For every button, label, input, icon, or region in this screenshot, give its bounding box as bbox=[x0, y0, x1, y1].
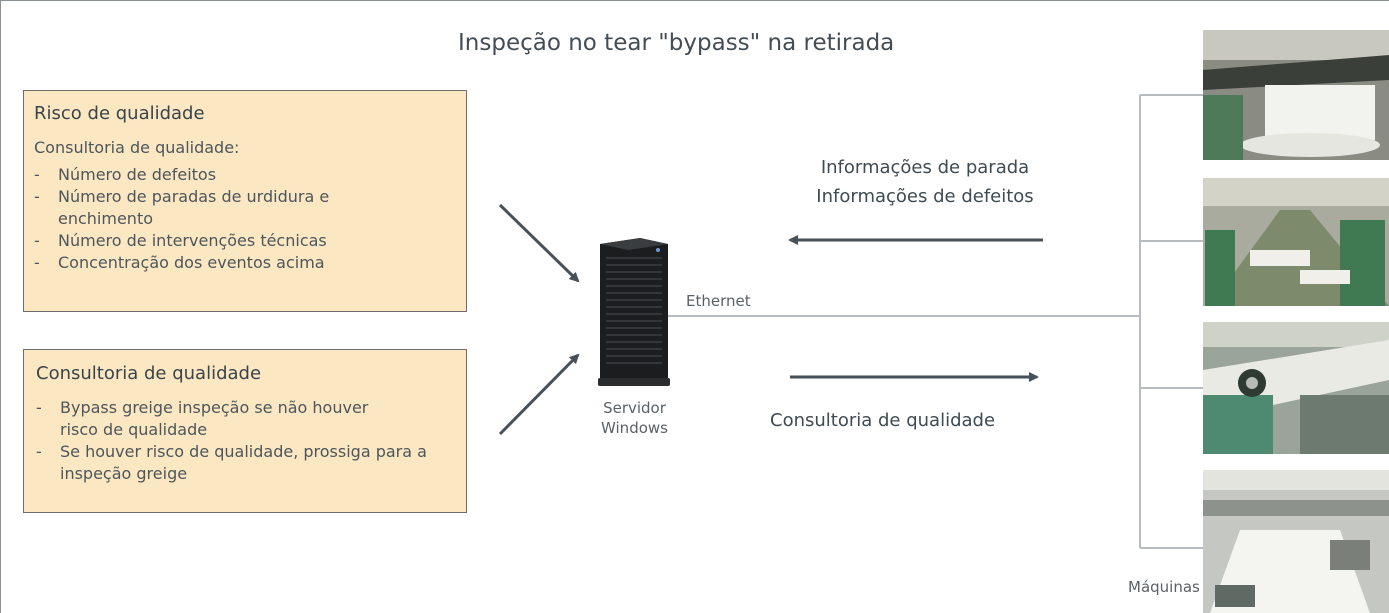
list-item: Número de intervenções técnicas bbox=[34, 230, 454, 252]
quality-risk-subtitle: Consultoria de qualidade: bbox=[34, 138, 240, 157]
server-label-line1: Servidor bbox=[603, 399, 666, 417]
quality-consulting-box: Consultoria de qualidade Bypass greige i… bbox=[23, 349, 467, 513]
list-item: Se houver risco de qualidade, prossiga p… bbox=[36, 441, 430, 485]
arrow-server-to-consulting bbox=[498, 353, 580, 436]
list-item: Número de defeitos bbox=[34, 164, 454, 186]
quality-risk-box: Risco de qualidade Consultoria de qualid… bbox=[23, 90, 467, 312]
server-label-line2: Windows bbox=[601, 419, 668, 437]
stop-info-line2: Informações de defeitos bbox=[816, 186, 1034, 207]
quality-risk-list: Número de defeitos Número de paradas de … bbox=[34, 164, 454, 274]
quality-consulting-list: Bypass greige inspeção se não houver ris… bbox=[36, 397, 456, 485]
quality-consulting-title: Consultoria de qualidade bbox=[36, 363, 262, 384]
list-item: Número de paradas de urdidura e enchimen… bbox=[34, 186, 418, 230]
loom-machine-photo-2 bbox=[1203, 178, 1389, 306]
loom-machine-photo-1 bbox=[1203, 30, 1389, 160]
list-item: Bypass greige inspeção se não houver ris… bbox=[36, 397, 410, 441]
machines-label: Máquinas bbox=[1128, 578, 1200, 596]
stop-info-line1: Informações de parada bbox=[820, 157, 1030, 178]
quality-risk-title: Risco de qualidade bbox=[34, 103, 205, 124]
arrow-risk-to-server bbox=[498, 203, 580, 283]
server-tower-icon bbox=[598, 238, 670, 386]
loom-machine-photo-3 bbox=[1203, 322, 1389, 454]
ethernet-label: Ethernet bbox=[686, 292, 751, 310]
network-lines bbox=[660, 94, 1203, 549]
quality-consulting-label: Consultoria de qualidade bbox=[770, 410, 996, 431]
diagram-title: Inspeção no tear "bypass" na retirada bbox=[458, 30, 895, 56]
list-item: Concentração dos eventos acima bbox=[34, 252, 454, 274]
loom-machine-photo-4 bbox=[1203, 470, 1389, 613]
